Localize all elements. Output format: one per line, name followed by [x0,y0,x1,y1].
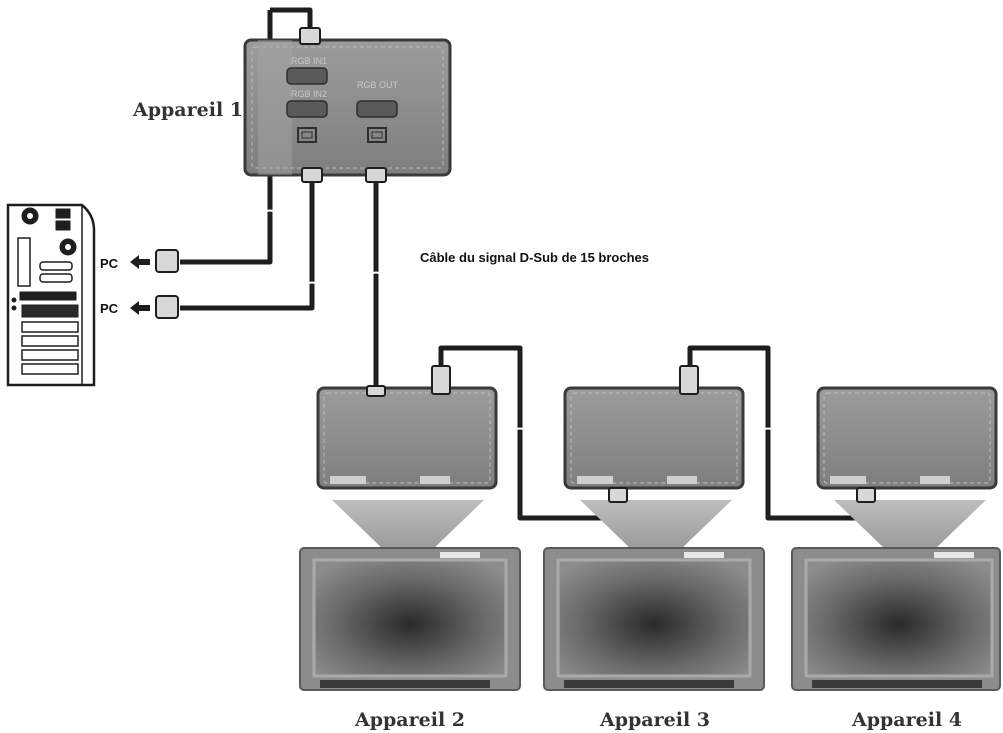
d-sub-connector-icon [155,295,179,319]
device1-label: Appareil 1 [132,99,243,121]
device4-label: Appareil 4 [851,709,962,731]
input-square-icon [297,127,317,143]
device2-label: Appareil 2 [354,709,465,731]
d-sub-connector-icon [366,365,876,503]
device4-unit [791,386,1001,691]
port-label-rgb-in2: RGB IN2 [291,89,327,99]
cable-break-marks [263,209,775,431]
pc-label-bottom: PC [100,301,119,316]
device3-unit [543,386,765,691]
left-arrow-icon [130,301,150,315]
device1-panel: RGB IN1 RGB IN2 RGB OUT [243,38,452,177]
output-square-icon [367,127,387,143]
rgb-out-port [356,100,398,118]
port-label-rgb-in1: RGB IN1 [291,56,327,66]
cable-label: Câble du signal D-Sub de 15 broches [420,250,649,265]
port-label-rgb-out: RGB OUT [357,80,399,90]
device3-label: Appareil 3 [599,709,710,731]
cable-pc2 [180,180,315,311]
rgb-in1-port [286,67,328,85]
pc-tower-icon [6,203,96,387]
pc-label-top: PC [100,256,119,271]
device2-unit [299,386,521,691]
rgb-in2-port [286,100,328,118]
left-arrow-icon [130,255,150,269]
d-sub-connector-icon [299,27,387,183]
d-sub-connector-icon [155,249,179,273]
cable-top-loop [267,7,313,40]
